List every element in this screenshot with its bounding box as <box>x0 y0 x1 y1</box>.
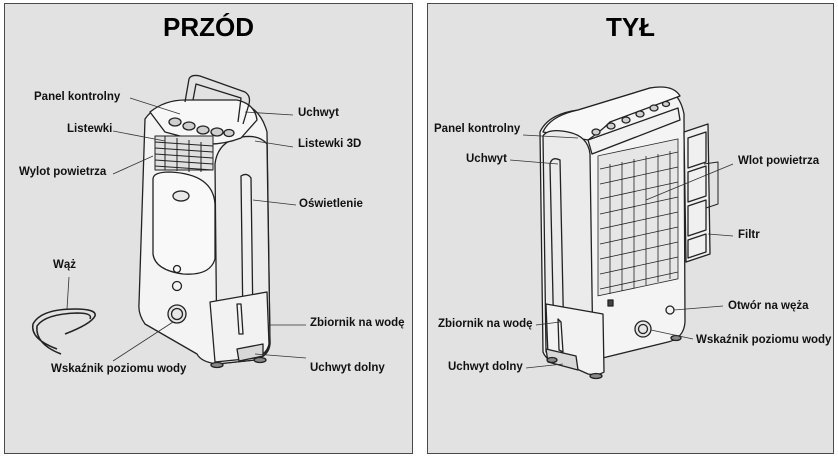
front-bottom-handle <box>236 343 264 362</box>
label-front-louvres: Listewki <box>67 123 113 135</box>
front-control-knobs <box>168 117 235 138</box>
back-view-panel: TYŁ <box>427 3 834 454</box>
back-control-buttons <box>591 100 671 136</box>
back-bottom-handle <box>545 348 579 371</box>
label-back-hose-outlet: Otwór na węża <box>728 300 809 312</box>
label-back-water-level: Wskaźnik poziomu wody <box>696 334 832 346</box>
front-leader-lines <box>66 97 307 362</box>
front-view-panel: PRZÓD <box>4 3 413 454</box>
label-front-bottom-handle: Uchwyt dolny <box>310 362 385 374</box>
label-front-lighting: Oświetlenie <box>299 198 363 210</box>
label-back-control-panel: Panel kontrolny <box>434 123 521 135</box>
label-back-filter: Filtr <box>738 229 760 241</box>
back-air-intake <box>597 138 679 297</box>
back-device-illustration <box>509 86 734 380</box>
front-water-level-indicator <box>167 304 187 324</box>
label-front-air-outlet: Wylot powietrza <box>19 166 107 178</box>
front-title: PRZÓD <box>163 12 254 42</box>
hose-illustration <box>31 308 96 355</box>
front-oval-panel <box>152 171 216 275</box>
label-front-hose: Wąż <box>53 259 76 271</box>
label-front-water-tank: Zbiornik na wodę <box>310 317 405 329</box>
back-leader-lines <box>509 134 734 369</box>
label-front-water-level: Wskaźnik poziomu wody <box>51 363 187 375</box>
label-back-air-intake: Wlot powietrza <box>738 155 820 167</box>
label-back-handle: Uchwyt <box>466 153 507 165</box>
back-filter <box>683 123 711 263</box>
label-back-water-tank: Zbiornik na wodę <box>438 318 533 330</box>
label-front-3d-louvres: Listewki 3D <box>298 138 362 150</box>
label-back-bottom-handle: Uchwyt dolny <box>448 361 523 373</box>
back-title: TYŁ <box>605 12 656 42</box>
label-front-control-panel: Panel kontrolny <box>34 91 121 103</box>
front-device-illustration <box>31 74 307 369</box>
back-water-level-indicator <box>634 320 652 338</box>
label-front-handle: Uchwyt <box>298 107 339 119</box>
front-louvres <box>154 135 214 172</box>
front-handle <box>184 74 251 125</box>
